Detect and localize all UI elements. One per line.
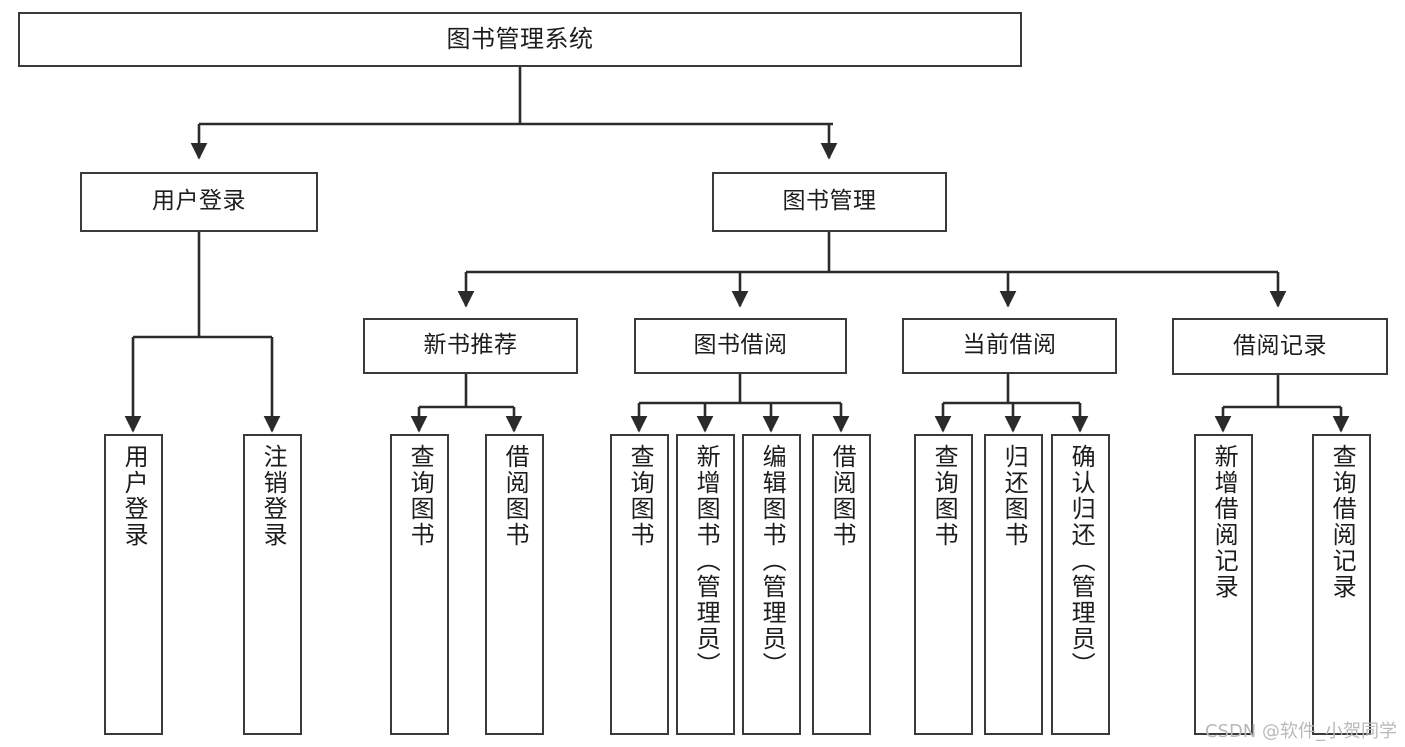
node-label: 图书管理 [782, 188, 877, 215]
node-edit-book-admin[interactable]: 编辑图书（管理员） [742, 434, 801, 735]
node-label: 查询借阅记录 [1328, 444, 1357, 600]
node-label: 图书借阅 [693, 332, 788, 359]
node-label: 新增借阅记录 [1210, 444, 1239, 600]
node-label: 查询图书 [626, 444, 655, 548]
node-label: 编辑图书（管理员） [758, 444, 787, 678]
node-label: 用户登录 [152, 188, 246, 215]
node-query-book-current[interactable]: 查询图书 [914, 434, 973, 735]
node-user-login[interactable]: 用户登录 [80, 172, 318, 232]
node-label: 新增图书（管理员） [692, 444, 721, 678]
node-confirm-return-admin[interactable]: 确认归还（管理员） [1051, 434, 1110, 735]
node-label: 借阅图书 [501, 444, 530, 548]
node-label: 确认归还（管理员） [1067, 444, 1096, 678]
node-borrow-record[interactable]: 借阅记录 [1172, 318, 1388, 375]
node-root-book-management-system[interactable]: 图书管理系统 [18, 12, 1022, 67]
node-label: 新书推荐 [423, 332, 518, 359]
node-label: 查询图书 [406, 444, 435, 548]
csdn-watermark: CSDN @软件_小贺同学 [1204, 721, 1397, 742]
node-query-book-recommend[interactable]: 查询图书 [390, 434, 449, 735]
node-query-borrow-record[interactable]: 查询借阅记录 [1312, 434, 1371, 735]
node-user-login-leaf[interactable]: 用户登录 [104, 434, 163, 735]
node-borrow-book-recommend[interactable]: 借阅图书 [485, 434, 544, 735]
node-label: 当前借阅 [962, 332, 1057, 359]
node-add-book-admin[interactable]: 新增图书（管理员） [676, 434, 735, 735]
node-label: 注销登录 [259, 444, 288, 548]
node-query-book-borrow[interactable]: 查询图书 [610, 434, 669, 735]
node-label: 借阅记录 [1233, 332, 1327, 359]
node-label: 借阅图书 [828, 444, 857, 548]
node-label: 图书管理系统 [446, 25, 594, 54]
node-current-borrow[interactable]: 当前借阅 [902, 318, 1117, 374]
node-return-book[interactable]: 归还图书 [984, 434, 1043, 735]
node-borrow-book-borrow[interactable]: 借阅图书 [812, 434, 871, 735]
node-label: 用户登录 [120, 444, 149, 548]
node-book-management[interactable]: 图书管理 [712, 172, 947, 232]
node-label: 归还图书 [1000, 444, 1029, 548]
node-book-borrow[interactable]: 图书借阅 [634, 318, 847, 374]
node-label: 查询图书 [930, 444, 959, 548]
node-add-borrow-record[interactable]: 新增借阅记录 [1194, 434, 1253, 735]
node-logout-leaf[interactable]: 注销登录 [243, 434, 302, 735]
node-new-book-recommend[interactable]: 新书推荐 [363, 318, 578, 374]
